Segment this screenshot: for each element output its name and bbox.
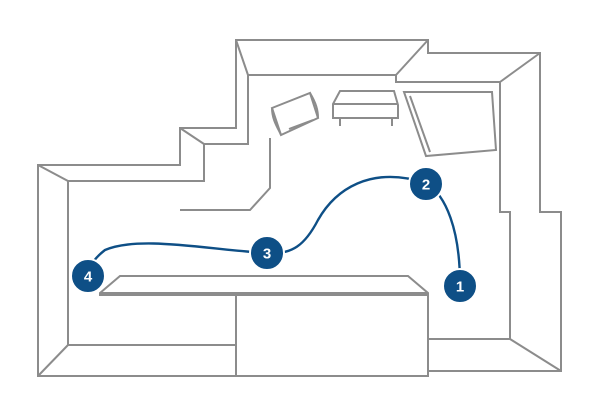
marker-2-circle (408, 166, 444, 202)
marker-2: 2 (408, 166, 444, 202)
route-markers: 1 2 3 4 (70, 166, 478, 304)
marker-2-label: 2 (422, 177, 430, 194)
partition-wall (180, 138, 271, 211)
outer-wall-outline (37, 39, 562, 377)
marker-3-circle (249, 235, 285, 271)
wall-connectors (37, 39, 562, 377)
marker-4-label: 4 (84, 269, 93, 286)
marker-3: 3 (249, 235, 285, 271)
angled-box-furniture (402, 91, 498, 158)
marker-1-label: 1 (456, 279, 464, 296)
basin-furniture (270, 91, 320, 137)
inner-wall-outline (67, 74, 511, 346)
cabinet-furniture (332, 90, 399, 126)
marker-1-circle (442, 268, 478, 304)
marker-4-circle (70, 258, 106, 294)
marker-1: 1 (442, 268, 478, 304)
marker-3-label: 3 (263, 246, 271, 263)
marker-4: 4 (70, 258, 106, 294)
